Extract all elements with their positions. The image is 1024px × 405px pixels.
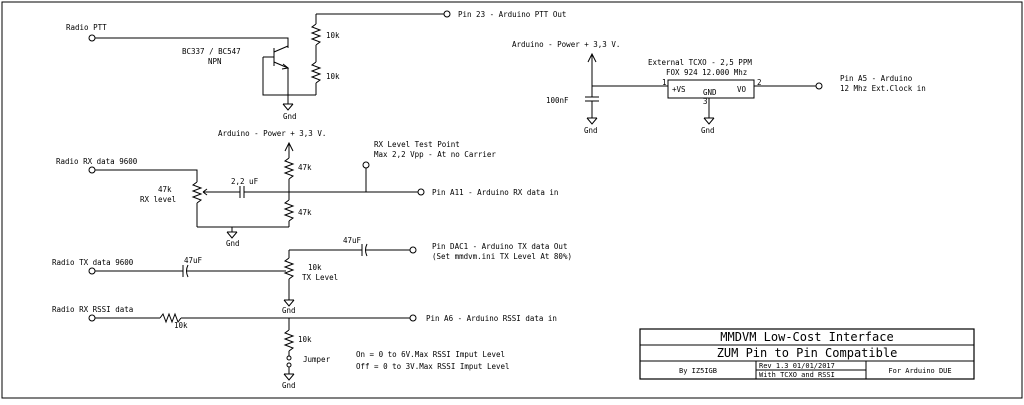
title-block-rev: Rev 1.3 01/01/2017	[759, 362, 835, 370]
r-47k-bottom-label: 47k	[298, 208, 312, 217]
pin-a6-terminal	[409, 314, 417, 322]
cap-47uf-tx-plate-right	[186, 264, 189, 278]
radio-rx-label: Radio RX data 9600	[56, 157, 138, 166]
resistor-10k-rssi	[159, 312, 182, 324]
radio-tx-label: Radio TX data 9600	[52, 258, 134, 267]
title-block-title: MMDVM Low-Cost Interface	[720, 330, 893, 344]
potentiometer-tx-level	[283, 257, 295, 280]
jumper-off-text: Off = 0 to 3V.Max RSSI Imput Level	[356, 362, 510, 371]
r-10k-rssi-label: 10k	[174, 321, 188, 330]
tcxo-gnd-label: GND	[703, 88, 717, 97]
ptt-circuit: Radio PTT BC337 / BC547 NPN Gnd 10k 10k …	[66, 10, 566, 121]
arduino-power-label-top: Arduino - Power + 3,3 V.	[512, 40, 620, 49]
r-10k-top-label: 10k	[326, 31, 340, 40]
title-block-subtitle: ZUM Pin to Pin Compatible	[717, 346, 898, 360]
tcxo-vo-label: VO	[737, 85, 747, 94]
title-block-for: For Arduino DUE	[888, 367, 951, 375]
cap-47uf-tx-label: 47uF	[184, 256, 203, 265]
pin-a11-terminal	[417, 188, 425, 196]
resistor-47k-bottom	[283, 199, 295, 222]
rx-test-point-sub-label: Max 2,2 Vpp - At no Carrier	[374, 150, 496, 159]
pin-a5-terminal	[815, 82, 823, 90]
radio-ptt-label: Radio PTT	[66, 23, 107, 32]
radio-rssi-terminal	[88, 314, 96, 322]
jumper-pin-top	[286, 355, 292, 361]
pin23-terminal	[443, 10, 451, 18]
gnd-label-tx: Gnd	[282, 306, 296, 315]
r-10k-bottom-label: 10k	[326, 72, 340, 81]
jumper-label: Jumper	[303, 355, 331, 364]
resistor-10k-top	[310, 23, 322, 46]
tcxo-circuit: Arduino - Power + 3,3 V. 100nF Gnd Exter…	[512, 40, 926, 135]
tcxo-pin3: 3	[703, 97, 708, 106]
tcxo-part-label: FOX 924 12.000 Mhz	[666, 68, 747, 77]
cap-2uf-label: 2,2 uF	[231, 177, 259, 186]
pot-rx-47k-label: 47k	[158, 185, 172, 194]
resistor-47k-top	[283, 157, 295, 180]
tcxo-pin2: 2	[757, 78, 762, 87]
pin-dac1-terminal	[409, 246, 417, 254]
resistor-10k-bottom	[310, 61, 322, 84]
jumper-pin-bottom	[286, 362, 292, 368]
radio-rx-terminal	[88, 166, 96, 174]
pot-rx-level-label: RX level	[140, 195, 176, 204]
gnd-label-tcxo-cap: Gnd	[584, 126, 598, 135]
tcxo-chip	[667, 79, 755, 99]
gnd-label-ptt: Gnd	[283, 112, 297, 121]
title-block-author: By IZ5IGB	[679, 367, 717, 375]
rx-test-point-terminal	[362, 161, 370, 169]
title-block: MMDVM Low-Cost Interface ZUM Pin to Pin …	[639, 328, 975, 380]
pin23-label: Pin 23 - Arduino PTT Out	[458, 10, 566, 19]
rx-circuit: Arduino - Power + 3,3 V. 47k 47k Radio R…	[56, 129, 558, 248]
pin-a5-sub-label: 12 Mhz Ext.Clock in	[840, 84, 926, 93]
transistor-npn-label: NPN	[208, 57, 222, 66]
jumper-on-text: On = 0 to 6V.Max RSSI Imput Level	[356, 350, 505, 359]
pot-tx-10k-label: 10k	[308, 263, 322, 272]
transistor-label: BC337 / BC547	[182, 47, 241, 56]
cap-100nf-label: 100nF	[546, 96, 569, 105]
radio-tx-terminal	[88, 267, 96, 275]
arduino-power-label-mid: Arduino - Power + 3,3 V.	[218, 129, 326, 138]
cap-47uf-dac-label: 47uF	[343, 236, 362, 245]
pin-dac1-label: Pin DAC1 - Arduino TX data Out	[432, 242, 567, 251]
radio-rssi-label: Radio RX RSSI data	[52, 305, 133, 314]
tcxo-pin1: 1	[662, 78, 667, 87]
radio-ptt-terminal	[88, 34, 96, 42]
r-10k-rssi-div-label: 10k	[298, 335, 312, 344]
pin-dac1-sub-label: (Set mmdvm.ini TX Level At 80%)	[432, 252, 572, 261]
pin-a11-label: Pin A11 - Arduino RX data in	[432, 188, 558, 197]
tcxo-vs-label: +VS	[672, 85, 686, 94]
pot-tx-level-label: TX Level	[302, 273, 338, 282]
rx-test-point-label: RX Level Test Point	[374, 140, 460, 149]
gnd-label-rx: Gnd	[226, 239, 240, 248]
gnd-label-rssi: Gnd	[282, 381, 296, 390]
pin-a5-label: Pin A5 - Arduino	[840, 74, 913, 83]
r-47k-top-label: 47k	[298, 163, 312, 172]
potentiometer-rx-level	[191, 181, 203, 204]
gnd-label-tcxo: Gnd	[701, 126, 715, 135]
rssi-circuit: Radio RX RSSI data 10k Pin A6 - Arduino …	[52, 305, 557, 390]
pin-a6-label: Pin A6 - Arduino RSSI data in	[426, 314, 557, 323]
tcxo-title-label: External TCXO - 2,5 PPM	[648, 58, 752, 67]
title-block-frame	[639, 328, 975, 380]
cap-47uf-dac-plate-right	[365, 243, 368, 257]
tx-circuit: Radio TX data 9600 47uF Gnd 10k TX Level…	[52, 236, 572, 315]
resistor-10k-rssi-div	[283, 329, 295, 352]
title-block-with: With TCXO and RSSI	[759, 371, 835, 379]
